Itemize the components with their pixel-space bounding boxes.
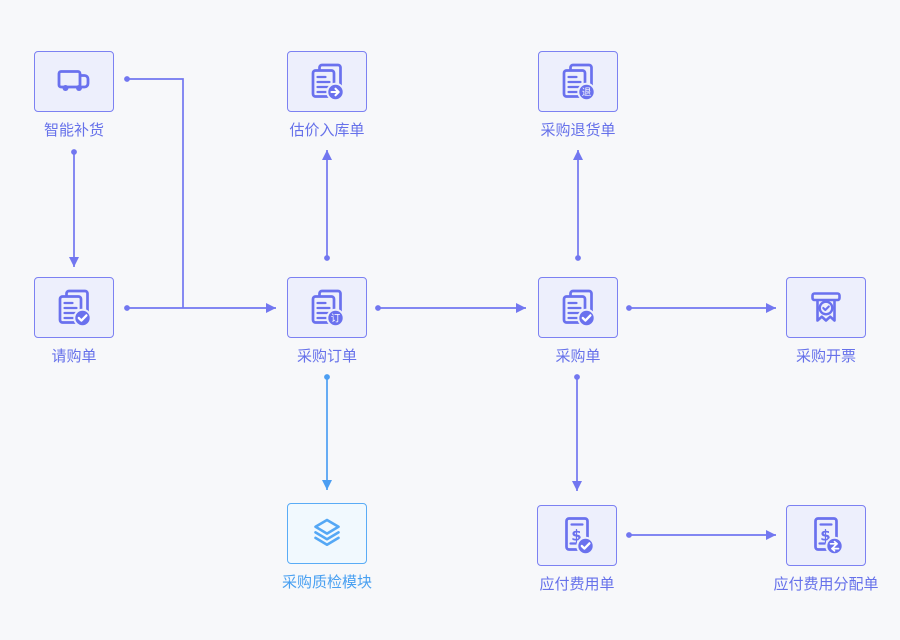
node-box[interactable] — [786, 277, 866, 338]
node-purchase-requisition[interactable]: 请购单 — [34, 277, 114, 365]
edge-purchase-order--purchase-qc-module — [322, 374, 332, 490]
document-order-icon: 订 — [304, 285, 350, 331]
bill-share-icon: $ — [803, 513, 849, 559]
node-smart-replenishment[interactable]: 智能补货 — [34, 51, 114, 139]
node-label: 估价入库单 — [289, 122, 365, 139]
svg-text:$: $ — [571, 526, 581, 544]
node-box[interactable] — [34, 277, 114, 338]
node-label: 采购订单 — [296, 348, 358, 365]
node-box[interactable]: $ — [537, 505, 617, 566]
node-purchase-invoicing[interactable]: 采购开票 — [786, 277, 866, 365]
node-label: 应付费用分配单 — [773, 576, 879, 593]
node-label: 采购退货单 — [540, 122, 616, 139]
node-payable-expense-allocation[interactable]: $ 应付费用分配单 — [773, 505, 879, 593]
node-box[interactable] — [538, 277, 618, 338]
node-label: 请购单 — [51, 348, 97, 365]
edge-smart-replenishment--purchase-order — [124, 76, 184, 308]
bill-check-icon: $ — [554, 513, 600, 559]
node-box[interactable]: 退 — [538, 51, 618, 112]
truck-icon — [51, 59, 97, 105]
node-box[interactable] — [34, 51, 114, 112]
node-box[interactable]: 订 — [287, 277, 367, 338]
edge-smart-replenishment--purchase-requisition — [69, 149, 79, 267]
svg-text:$: $ — [820, 526, 830, 544]
node-purchase-order[interactable]: 订 采购订单 — [287, 277, 367, 365]
edge-purchase-bill--payable-expense-order — [572, 374, 582, 491]
node-box[interactable] — [287, 503, 367, 564]
edge-purchase-bill--purchase-invoicing — [626, 303, 776, 313]
node-purchase-qc-module[interactable]: 采购质检模块 — [282, 503, 372, 591]
svg-text:订: 订 — [331, 313, 341, 324]
node-payable-expense-order[interactable]: $ 应付费用单 — [537, 505, 617, 593]
node-label: 应付费用单 — [539, 576, 615, 593]
node-estimated-inbound-order[interactable]: 估价入库单 — [287, 51, 367, 139]
edge-purchase-requisition--purchase-order — [124, 303, 276, 313]
edge-purchase-bill--purchase-return-order — [573, 150, 583, 261]
layers-icon — [305, 512, 349, 556]
node-box[interactable] — [287, 51, 367, 112]
node-purchase-bill[interactable]: 采购单 — [538, 277, 618, 365]
svg-text:退: 退 — [582, 87, 592, 98]
node-purchase-return-order[interactable]: 退 采购退货单 — [538, 51, 618, 139]
node-label: 采购开票 — [795, 348, 857, 365]
edge-purchase-order--estimated-inbound-order — [322, 150, 332, 261]
node-label: 采购单 — [555, 348, 601, 365]
document-return-icon: 退 — [555, 59, 601, 105]
edge-payable-expense-order--payable-expense-allocation — [626, 530, 776, 540]
node-label: 智能补货 — [43, 122, 105, 139]
invoice-ribbon-icon — [804, 286, 848, 330]
node-box[interactable]: $ — [786, 505, 866, 566]
document-check-icon — [555, 285, 601, 331]
node-label: 采购质检模块 — [281, 574, 373, 591]
edge-purchase-order--purchase-bill — [375, 303, 526, 313]
document-arrow-icon — [304, 59, 350, 105]
document-check-icon — [51, 285, 97, 331]
